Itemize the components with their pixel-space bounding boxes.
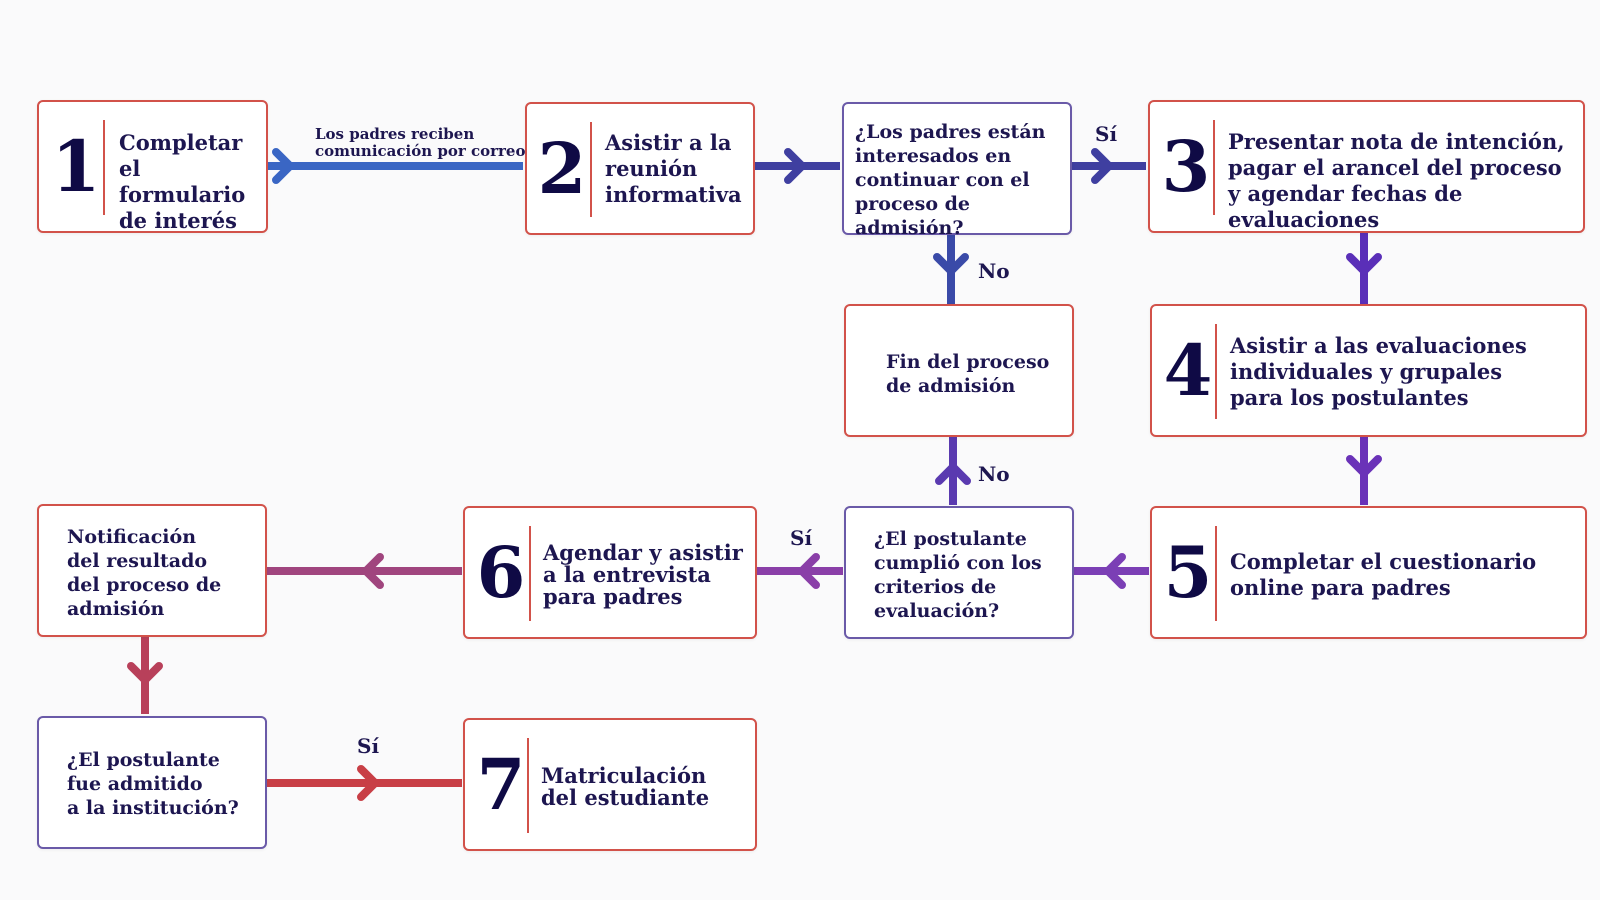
notification-text-line: Notificación <box>67 526 197 548</box>
step-text-line: Completar el <box>119 130 243 181</box>
decision-text-line: ¿Los padres están <box>855 121 1046 143</box>
step-4-box[interactable]: 4 Asistir a las evaluaciones individuale… <box>1150 304 1587 437</box>
end-text-line: Fin del proceso <box>886 351 1050 373</box>
arrow-decision2-to-step6 <box>755 553 843 589</box>
decision-interest-box[interactable]: ¿Los padres están interesados en continu… <box>842 102 1072 239</box>
arrow-decision1-to-end <box>933 233 969 304</box>
decision-criteria-box[interactable]: ¿El postulante cumplió con los criterios… <box>844 506 1074 639</box>
step-5-box[interactable]: 5 Completar el cuestionario online para … <box>1150 506 1587 639</box>
step-text-line: individuales y grupales <box>1230 359 1503 384</box>
step-text-line: pagar el arancel del proceso <box>1228 155 1562 180</box>
divider <box>1213 120 1215 215</box>
decision-text-line: evaluación? <box>874 600 1000 622</box>
step-text-line: informativa <box>605 182 742 207</box>
edge-label-no-2: No <box>978 462 1010 486</box>
step-number: 4 <box>1163 329 1213 412</box>
step-4-text: Asistir a las evaluaciones individuales … <box>1230 333 1527 411</box>
divider <box>529 526 531 621</box>
step-3-box[interactable]: 3 Presentar nota de intención, pagar el … <box>1148 100 1585 233</box>
decision-text-line: continuar con el <box>855 169 1030 191</box>
notification-text-line: del proceso de <box>67 574 222 596</box>
step-text-line: Completar el cuestionario <box>1230 549 1537 574</box>
step-2-text: Asistir a la reunión informativa <box>605 130 742 208</box>
step-number: 1 <box>51 125 101 208</box>
decision-text-line: ¿El postulante <box>874 528 1027 550</box>
end-text: Fin del proceso de admisión <box>886 350 1049 398</box>
step-6-box[interactable]: 6 Agendar y asistir a la entrevista para… <box>463 506 757 639</box>
notification-text-line: del resultado <box>67 550 208 572</box>
edge-label-no-1: No <box>978 259 1010 283</box>
step-text-line: Asistir a las evaluaciones <box>1230 333 1527 358</box>
notification-text: Notificación del resultado del proceso d… <box>67 525 221 621</box>
edge-label-yes-2: Sí <box>790 526 813 550</box>
decision-admitted-box[interactable]: ¿El postulante fue admitido a la institu… <box>37 716 267 849</box>
arrow-step3-to-step4 <box>1346 233 1382 304</box>
step-text-line: del estudiante <box>541 785 710 810</box>
step-text-line: Matriculación <box>541 763 707 788</box>
edge-label-email: Los padres reciben comunicación por corr… <box>315 126 525 160</box>
step-1-text: Completar el formulario de interés <box>119 130 266 234</box>
step-6-text: Agendar y asistir a la entrevista para p… <box>543 542 743 608</box>
step-2-box[interactable]: 2 Asistir a la reunión informativa <box>525 102 755 235</box>
decision-1-text: ¿Los padres están interesados en continu… <box>855 120 1070 240</box>
divider <box>527 738 529 833</box>
arrow-decision2-to-end <box>935 436 971 505</box>
step-number: 6 <box>476 531 526 614</box>
end-text-line: de admisión <box>886 375 1016 397</box>
arrow-notify-to-decision3 <box>127 636 163 714</box>
arrow-decision1-to-step3 <box>1066 148 1146 184</box>
step-number: 7 <box>476 743 526 826</box>
edge-label-yes-1: Sí <box>1095 122 1118 146</box>
step-text-line: Agendar y asistir <box>543 540 743 565</box>
step-7-box[interactable]: 7 Matriculación del estudiante <box>463 718 757 851</box>
arrow-step2-to-decision1 <box>750 148 840 184</box>
decision-2-text: ¿El postulante cumplió con los criterios… <box>874 527 1042 623</box>
step-1-box[interactable]: 1 Completar el formulario de interés <box>37 100 268 233</box>
step-text-line: para los postulantes <box>1230 385 1469 410</box>
divider <box>590 122 592 217</box>
step-5-text: Completar el cuestionario online para pa… <box>1230 549 1536 601</box>
notification-box[interactable]: Notificación del resultado del proceso d… <box>37 504 267 637</box>
decision-3-text: ¿El postulante fue admitido a la institu… <box>67 748 239 820</box>
end-of-process-box[interactable]: Fin del proceso de admisión <box>844 304 1074 437</box>
step-number: 3 <box>1161 125 1211 208</box>
arrow-step5-to-decision2 <box>1071 553 1149 589</box>
decision-text-line: fue admitido <box>67 773 203 795</box>
step-text-line: reunión <box>605 156 698 181</box>
arrow-step1-to-step2 <box>264 148 523 184</box>
divider <box>1215 526 1217 621</box>
divider <box>103 120 105 215</box>
step-text-line: para padres <box>543 584 683 609</box>
decision-text-line: criterios de <box>874 576 997 598</box>
step-text-line: online para padres <box>1230 575 1451 600</box>
decision-text-line: a la institución? <box>67 797 239 819</box>
step-7-text: Matriculación del estudiante <box>541 765 709 809</box>
step-text-line: de interés <box>119 208 237 233</box>
step-text-line: formulario <box>119 182 246 207</box>
edge-label-line: Los padres reciben <box>315 125 475 143</box>
decision-text-line: proceso de admisión? <box>855 193 970 239</box>
step-text-line: Asistir a la <box>605 130 732 155</box>
arrow-decision3-to-step7 <box>266 765 462 801</box>
step-text-line: a la entrevista <box>543 562 711 587</box>
decision-text-line: interesados en <box>855 145 1012 167</box>
step-3-text: Presentar nota de intención, pagar el ar… <box>1228 129 1583 233</box>
divider <box>1215 324 1217 419</box>
arrow-step4-to-step5 <box>1346 436 1382 505</box>
edge-label-yes-3: Sí <box>357 734 380 758</box>
step-number: 2 <box>537 127 587 210</box>
step-text-line: Presentar nota de intención, <box>1228 129 1565 154</box>
step-text-line: y agendar fechas de evaluaciones <box>1228 181 1463 232</box>
notification-text-line: admisión <box>67 598 165 620</box>
arrow-step6-to-notify <box>266 553 462 589</box>
edge-label-line: comunicación por correo <box>315 142 526 160</box>
step-number: 5 <box>1163 531 1213 614</box>
decision-text-line: ¿El postulante <box>67 749 220 771</box>
decision-text-line: cumplió con los <box>874 552 1042 574</box>
